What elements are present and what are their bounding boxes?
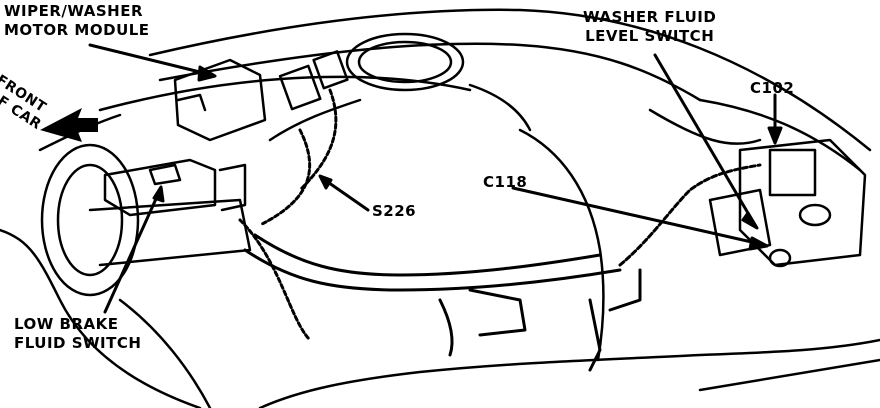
washer-reservoir-neck bbox=[268, 32, 532, 142]
s226-label: S226 bbox=[372, 202, 417, 220]
washer-fluid-level-switch-label: WASHER FLUID LEVEL SWITCH bbox=[583, 8, 717, 45]
leader-lines bbox=[88, 43, 783, 314]
wiper-washer-motor-module-label: WIPER/WASHER MOTOR MODULE bbox=[4, 2, 150, 39]
brake-master-cylinder bbox=[40, 143, 252, 297]
front-of-car-arrow bbox=[40, 108, 98, 142]
body-outline bbox=[0, 8, 880, 408]
low-brake-fluid-switch-label: LOW BRAKE FLUID SWITCH bbox=[14, 315, 142, 352]
wiring-harness bbox=[238, 88, 762, 372]
c102-label: C102 bbox=[750, 79, 795, 97]
c118-label: C118 bbox=[483, 173, 528, 191]
c102-connector bbox=[708, 138, 867, 268]
wiper-motor-module bbox=[173, 50, 349, 142]
